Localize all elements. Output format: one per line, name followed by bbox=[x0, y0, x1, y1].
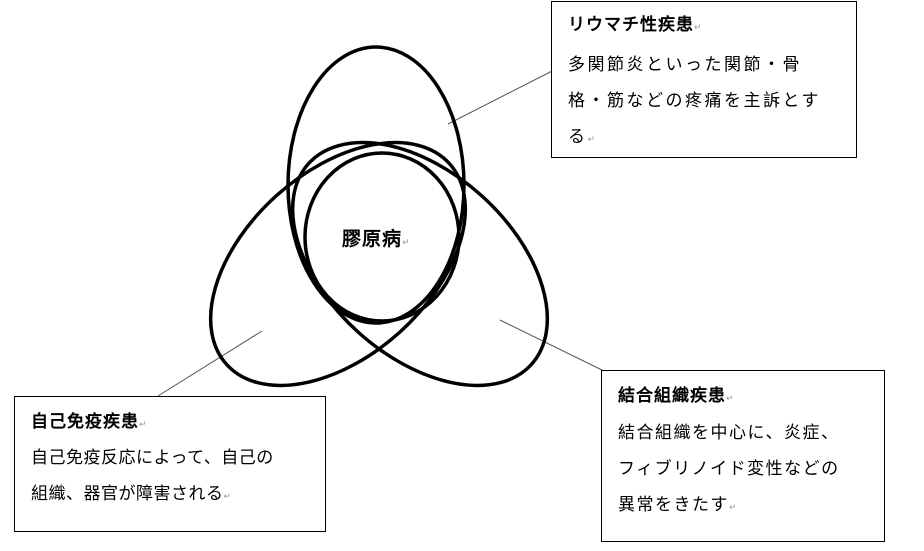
body-line: フィブリノイド変性などの bbox=[618, 459, 840, 479]
box-title: 結合組織疾患↵ bbox=[618, 385, 876, 410]
body-line-text: 異常をきたす bbox=[618, 495, 729, 515]
body-line: 組織、器官が障害される↵ bbox=[31, 476, 317, 515]
box-body: 多関節炎といった関節・骨 格・筋などの疼痛を主訴とす る↵ bbox=[568, 47, 846, 158]
box-body: 結合組織を中心に、炎症、 フィブリノイド変性などの 異常をきたす↵ bbox=[618, 415, 876, 526]
box-body: 自己免疫反応によって、自己の 組織、器官が障害される↵ bbox=[31, 440, 317, 515]
paragraph-mark-icon: ↵ bbox=[726, 394, 734, 404]
title-text: 自己免疫疾患 bbox=[31, 412, 139, 432]
paragraph-mark-icon: ↵ bbox=[694, 23, 702, 33]
body-line: 結合組織を中心に、炎症、 bbox=[618, 423, 840, 443]
paragraph-mark-icon: ↵ bbox=[223, 492, 232, 502]
leader-line-rheumatic bbox=[447, 65, 563, 125]
rheumatic-disease-box: リウマチ性疾患↵ 多関節炎といった関節・骨 格・筋などの疼痛を主訴とす る↵ bbox=[551, 1, 857, 158]
title-text: 結合組織疾患 bbox=[618, 386, 726, 406]
center-label: 膠原病↵ bbox=[342, 224, 410, 251]
ellipse-autoimmune bbox=[208, 140, 468, 388]
leader-line-connective-tissue bbox=[499, 319, 607, 373]
ellipse-connective-tissue bbox=[290, 140, 550, 388]
body-line: 異常をきたす↵ bbox=[618, 487, 876, 526]
body-line-text: る bbox=[568, 127, 588, 147]
paragraph-mark-icon: ↵ bbox=[587, 135, 596, 145]
paragraph-mark-icon: ↵ bbox=[402, 238, 410, 248]
leader-line-autoimmune bbox=[157, 330, 263, 397]
autoimmune-disease-box: 自己免疫疾患↵ 自己免疫反応によって、自己の 組織、器官が障害される↵ bbox=[14, 396, 326, 532]
paragraph-mark-icon: ↵ bbox=[139, 420, 147, 430]
body-line-text: 組織、器官が障害される bbox=[31, 484, 224, 504]
ellipse-collagen-disease bbox=[303, 151, 461, 323]
box-title: リウマチ性疾患↵ bbox=[568, 14, 846, 39]
paragraph-mark-icon: ↵ bbox=[729, 503, 737, 513]
body-line: 格・筋などの疼痛を主訴とす bbox=[568, 91, 821, 111]
center-label-text: 膠原病 bbox=[342, 228, 403, 250]
box-title: 自己免疫疾患↵ bbox=[31, 411, 317, 436]
title-text: リウマチ性疾患 bbox=[568, 15, 694, 35]
body-line: 多関節炎といった関節・骨 bbox=[568, 55, 802, 75]
body-line: る↵ bbox=[568, 119, 846, 158]
connective-tissue-disease-box: 結合組織疾患↵ 結合組織を中心に、炎症、 フィブリノイド変性などの 異常をきたす… bbox=[601, 370, 885, 542]
body-line: 自己免疫反応によって、自己の bbox=[31, 448, 274, 468]
